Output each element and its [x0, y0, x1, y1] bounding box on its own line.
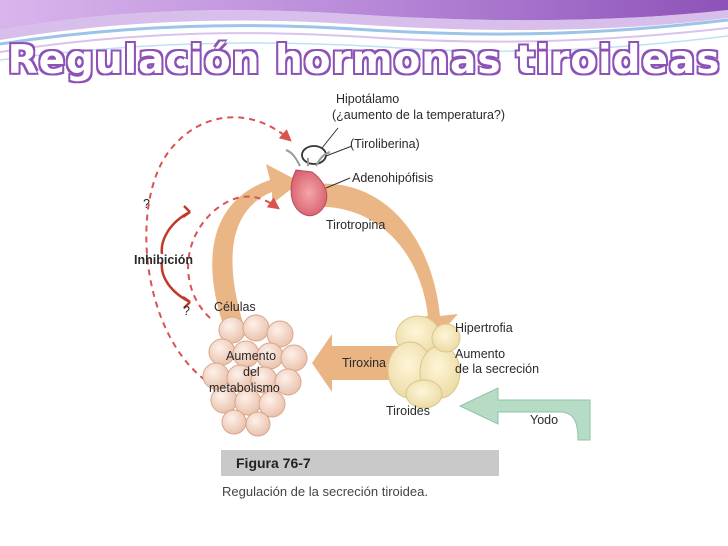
figure-tag: Figura 76-7: [236, 455, 311, 471]
header-banner: [0, 0, 728, 61]
label-question-lower: ?: [183, 304, 190, 318]
label-hipertrofia: Hipertrofia: [455, 321, 513, 335]
inhibition-dashed-arrow-outer: [145, 116, 292, 381]
label-metabolismo: metabolismo: [209, 381, 280, 395]
caption-bar: [221, 450, 499, 476]
label-tiroides: Tiroides: [386, 404, 430, 418]
label-aumento-secrecion-1: Aumento: [455, 347, 506, 361]
feedback-arrow: [212, 164, 300, 330]
pituitary-gland: [290, 169, 328, 217]
label-del: del: [243, 365, 260, 379]
label-tirotropina: Tirotropina: [326, 218, 386, 232]
label-adenohipofisis: Adenohipófisis: [352, 171, 434, 185]
label-tiroliberina: (Tiroliberina): [350, 137, 420, 151]
thyroid-gland: [387, 315, 461, 409]
inhibition-dashed-arrow-inner: [187, 195, 280, 319]
label-aumento-secrecion-2: de la secreción: [455, 362, 540, 376]
label-tiroxina: Tiroxina: [342, 356, 386, 370]
hypothalamus-ring: [301, 145, 327, 165]
label-yodo: Yodo: [530, 413, 559, 427]
label-hipotalamo-note: (¿aumento de la temperatura?): [332, 108, 506, 122]
cells-cluster: [202, 314, 308, 437]
label-aumento: Aumento: [226, 349, 277, 363]
label-hipotalamo: Hipotálamo: [336, 92, 400, 106]
figure-caption: Regulación de la secreción tiroidea.: [222, 484, 428, 499]
label-question-upper: ?: [143, 197, 150, 211]
label-celulas: Células: [214, 300, 256, 314]
slide-title: Regulación hormonas tiroideas: [7, 38, 721, 83]
label-inhibicion: Inhibición: [134, 253, 194, 267]
tiroxina-arrow: [312, 334, 400, 392]
yodo-arrow: [458, 387, 591, 441]
